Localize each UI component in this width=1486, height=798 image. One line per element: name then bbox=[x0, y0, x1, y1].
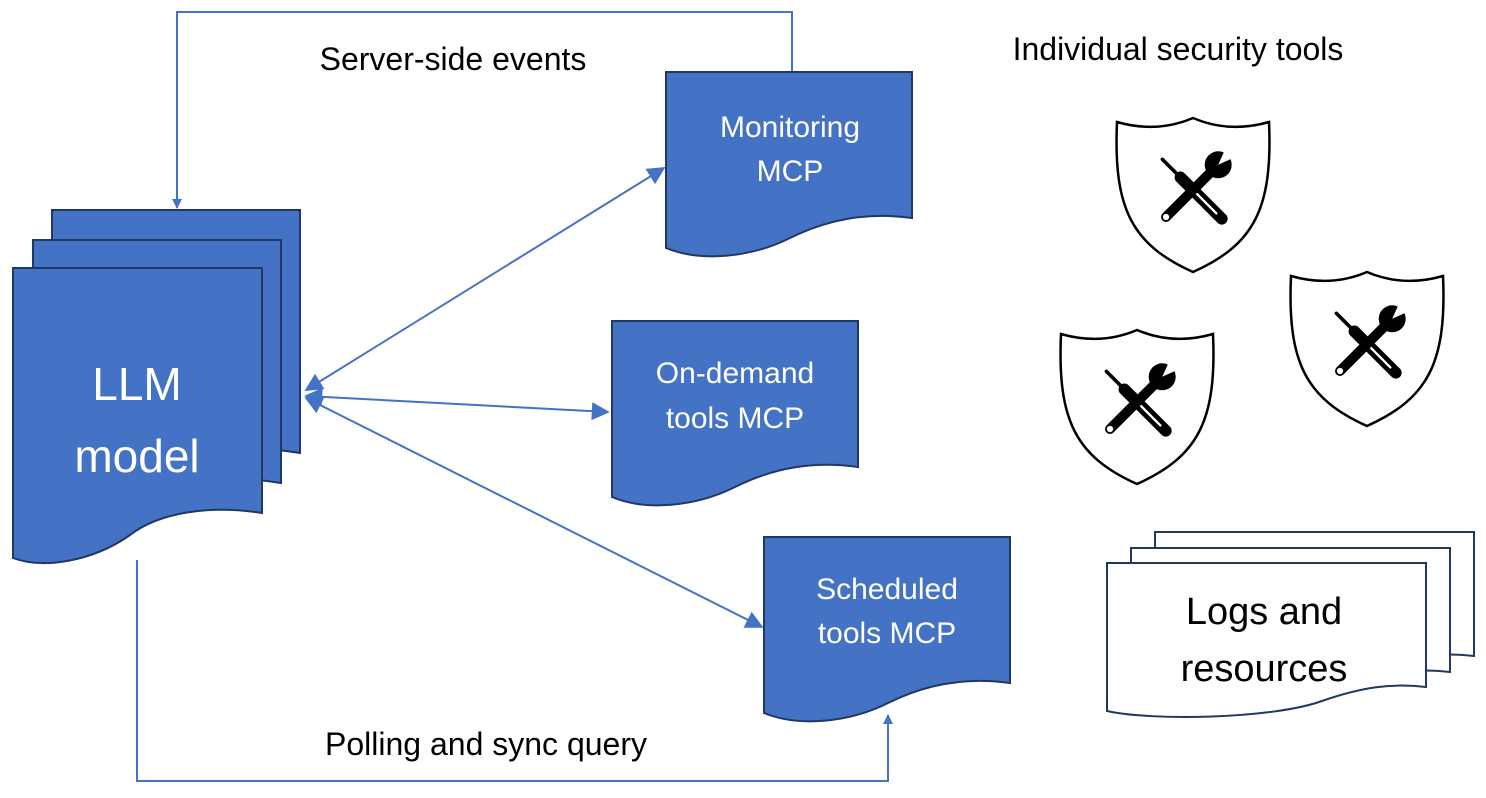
scheduled-mcp-node: Scheduled tools MCP bbox=[763, 536, 1011, 723]
llm-label-line1: LLM bbox=[92, 358, 181, 410]
server-events-connector bbox=[172, 11, 793, 209]
llm-ondemand-connector bbox=[304, 387, 610, 421]
llm-monitoring-connector bbox=[304, 167, 666, 391]
shield-tools-icon bbox=[1059, 328, 1215, 486]
individual-security-tools-caption: Individual security tools bbox=[1013, 31, 1344, 67]
on-demand-label-line1: On-demand bbox=[656, 357, 814, 390]
scheduled-label-line2: tools MCP bbox=[818, 617, 956, 650]
logs-label-line1: Logs and bbox=[1186, 591, 1342, 633]
monitoring-mcp-node: Monitoring MCP bbox=[665, 71, 913, 258]
scheduled-label-line1: Scheduled bbox=[816, 573, 958, 606]
logs-label-line2: resources bbox=[1181, 648, 1348, 690]
monitoring-label-line1: Monitoring bbox=[720, 111, 860, 144]
monitoring-label-line2: MCP bbox=[757, 155, 824, 188]
shield-tools-icon bbox=[1289, 270, 1445, 428]
llm-label-line2: model bbox=[74, 430, 199, 482]
server-side-events-caption: Server-side events bbox=[320, 41, 587, 77]
polling-sync-caption: Polling and sync query bbox=[325, 726, 647, 762]
logs-resources-node: Logs and resources bbox=[1106, 531, 1475, 718]
polling-connector bbox=[136, 560, 893, 782]
shield-tools-icon bbox=[1115, 116, 1271, 274]
on-demand-label-line2: tools MCP bbox=[666, 402, 804, 435]
on-demand-mcp-node: On-demand tools MCP bbox=[611, 320, 859, 507]
llm-scheduled-connector bbox=[304, 397, 764, 628]
llm-model-node: LLM model bbox=[12, 209, 301, 564]
